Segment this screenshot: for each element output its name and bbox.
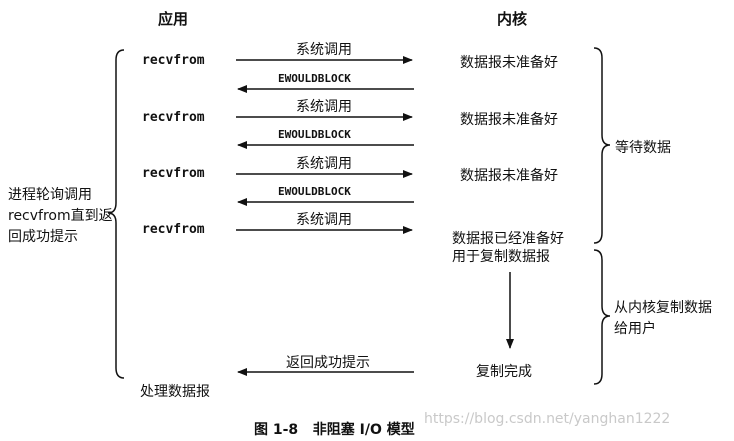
ewouldblock-label-1: EWOULDBLOCK [278,72,351,85]
recvfrom-label-2: recvfrom [142,110,205,125]
recvfrom-label-4: recvfrom [142,222,205,237]
kernel-column-header: 内核 [497,10,528,28]
return-success-label: 返回成功提示 [286,355,370,371]
kernel-status-2: 数据报未准备好 [460,112,558,128]
kernel-status-1: 数据报未准备好 [460,55,558,71]
watermark-url: https://blog.csdn.net/yanghan1222 [424,411,671,427]
kernel-ready-label: 数据报已经准备好 [452,231,564,247]
ewouldblock-label-3: EWOULDBLOCK [278,185,351,198]
syscall-label-3: 系统调用 [296,156,352,172]
kernel-status-3: 数据报未准备好 [460,168,558,184]
wait-data-label: 等待数据 [615,140,671,156]
syscall-label-1: 系统调用 [296,42,352,58]
left-annotation-line-1: 进程轮询调用 [8,187,92,203]
copy-complete-label: 复制完成 [476,364,532,380]
recvfrom-label-3: recvfrom [142,166,205,181]
recvfrom-label-1: recvfrom [142,53,205,68]
kernel-copy-label: 用于复制数据报 [452,249,550,265]
left-brace [107,49,125,379]
copy-data-label-1: 从内核复制数据 [614,300,712,316]
app-column-header: 应用 [158,10,189,28]
copy-data-label-2: 给用户 [614,321,656,337]
right-brace-wait [593,47,611,244]
left-annotation-line-2: recvfrom直到返 [8,208,113,224]
figure-caption: 图 1-8 非阻塞 I/O 模型 [254,422,415,438]
ewouldblock-label-2: EWOULDBLOCK [278,128,351,141]
syscall-label-4: 系统调用 [296,212,352,228]
process-datagram-label: 处理数据报 [140,384,210,400]
left-annotation-line-3: 回成功提示 [8,229,78,245]
syscall-label-2: 系统调用 [296,99,352,115]
right-brace-copy [593,249,611,385]
